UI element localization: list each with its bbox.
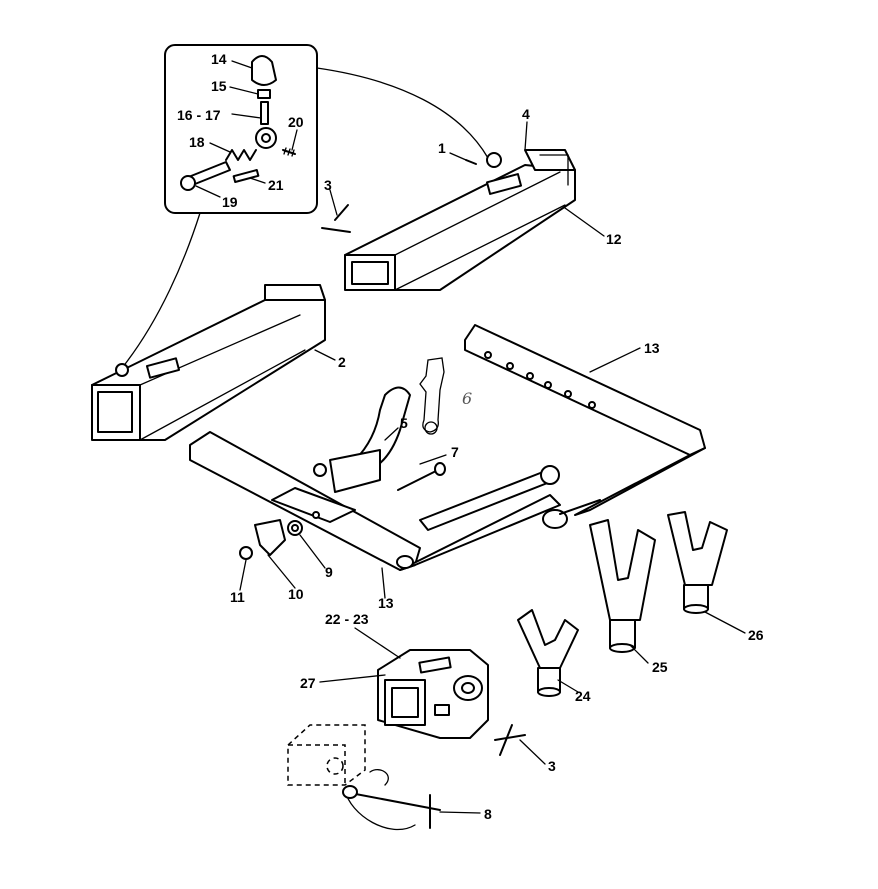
label-9: 9 [325,564,333,580]
label-16-17: 16 - 17 [177,107,221,123]
label-27: 27 [300,675,316,691]
label-21: 21 [268,177,284,193]
fork-25 [589,519,656,653]
label-7: 7 [451,444,459,460]
sketched-clip [419,357,445,435]
left-arm [91,284,326,441]
label-6: 6 [462,389,472,408]
label-20: 20 [288,114,304,130]
label-2: 2 [338,354,346,370]
label-24: 24 [575,688,591,704]
label-10: 10 [288,586,304,602]
label-26: 26 [748,627,764,643]
label-14: 14 [211,51,227,67]
knob-part [251,55,277,86]
label-12: 12 [606,231,622,247]
fork-26 [667,511,728,614]
label-13-upper: 13 [644,340,660,356]
part-labels: 14 15 16 - 17 18 19 20 21 1 3 4 12 2 13 … [177,51,764,822]
lanyard-pin-8 [342,769,441,831]
bracket-parts [239,511,320,560]
strap-assembly [313,357,445,493]
label-19: 19 [222,194,238,210]
label-18: 18 [189,134,205,150]
label-1: 1 [438,140,446,156]
dashed-receiver [287,724,366,786]
label-13-lower: 13 [378,595,394,611]
hitch-assembly [377,649,526,756]
label-11: 11 [230,589,245,605]
right-arm [321,149,576,291]
label-22-23: 22 - 23 [325,611,369,627]
fork-24 [517,609,579,697]
label-4: 4 [522,106,530,122]
label-3-lower: 3 [548,758,556,774]
detail-inset [121,44,489,369]
main-frame [189,324,706,571]
bolt-7 [397,462,446,491]
label-3-upper: 3 [324,177,332,193]
label-5: 5 [400,415,408,431]
label-8: 8 [484,806,492,822]
label-25: 25 [652,659,668,675]
label-15: 15 [211,78,227,94]
leader-lines [195,60,746,814]
